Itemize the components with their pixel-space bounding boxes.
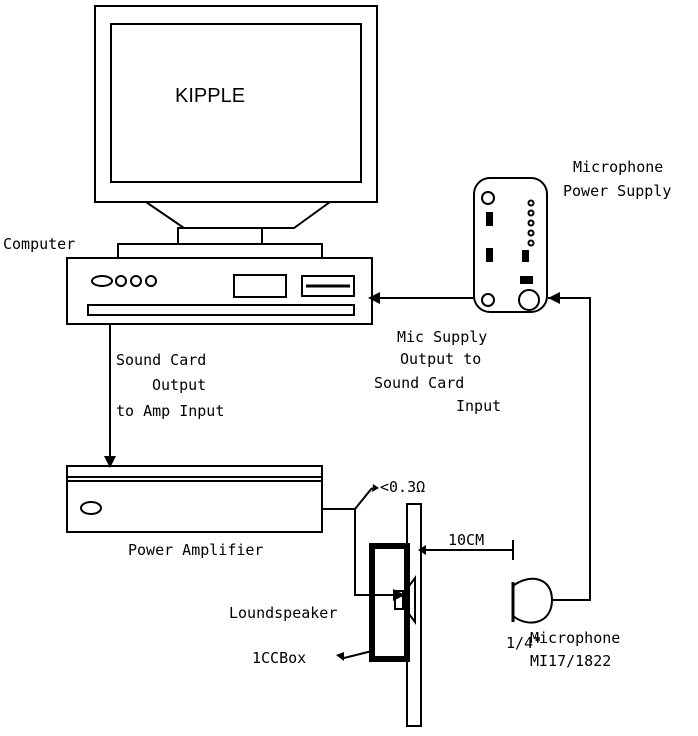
distance-label: 10CM [448, 531, 484, 549]
microphone-label-1: Microphone [530, 629, 620, 647]
wire-mic-to-supply [548, 297, 591, 601]
mic-supply-output-label-4: Input [456, 397, 501, 415]
arrow-to-speaker [393, 589, 405, 601]
arrow-to-sound-card [368, 292, 380, 304]
resistance-label: <0.3Ω [380, 478, 425, 496]
arrow-to-amp [104, 456, 116, 468]
microphone-label-2: MI17/1822 [530, 652, 611, 670]
sound-card-output-label-1: Sound Card [116, 351, 206, 369]
arrow-to-supply [548, 292, 560, 304]
microphone-body [512, 577, 554, 624]
computer-case [66, 257, 373, 325]
mic-power-supply-label-2: Power Supply [563, 182, 671, 200]
front-slot [87, 304, 355, 316]
power-button [91, 275, 113, 287]
mic-power-supply-label-1: Microphone [573, 158, 663, 176]
mic-input-socket [518, 289, 540, 311]
led-1 [115, 275, 127, 287]
led-2 [130, 275, 142, 287]
monitor-screen [110, 23, 362, 183]
wire-amp-to-speaker [322, 508, 393, 596]
microphone-fraction: 1/4" [506, 634, 542, 652]
monitor-base [117, 243, 323, 259]
led-3 [145, 275, 157, 287]
monitor-outer [94, 5, 378, 203]
drive-bay [233, 274, 287, 298]
loudspeaker-label: Loundspeaker [229, 604, 337, 622]
amp-knob [80, 501, 102, 515]
speaker-cone [402, 575, 416, 625]
monitor-text: KIPPLE [175, 85, 245, 107]
power-amplifier-label: Power Amplifier [128, 541, 263, 559]
power-amplifier-box [66, 465, 323, 533]
mic-supply-output-label-2: Output to [400, 350, 481, 368]
computer-label: Computer [3, 235, 75, 253]
sound-card-output-label-3: to Amp Input [116, 402, 224, 420]
mic-power-supply-box [473, 177, 548, 313]
mic-supply-output-label-1: Mic Supply [397, 328, 487, 346]
mic-supply-output-label-3: Sound Card [374, 374, 464, 392]
resistance-leader [354, 487, 373, 510]
loudspeaker-box [369, 543, 410, 662]
monitor-neck [177, 227, 263, 245]
monitor-stand [145, 201, 331, 229]
disc-drive [301, 275, 355, 297]
box-label: 1CCBox [252, 649, 306, 667]
sound-card-output-label-2: Output [152, 376, 206, 394]
